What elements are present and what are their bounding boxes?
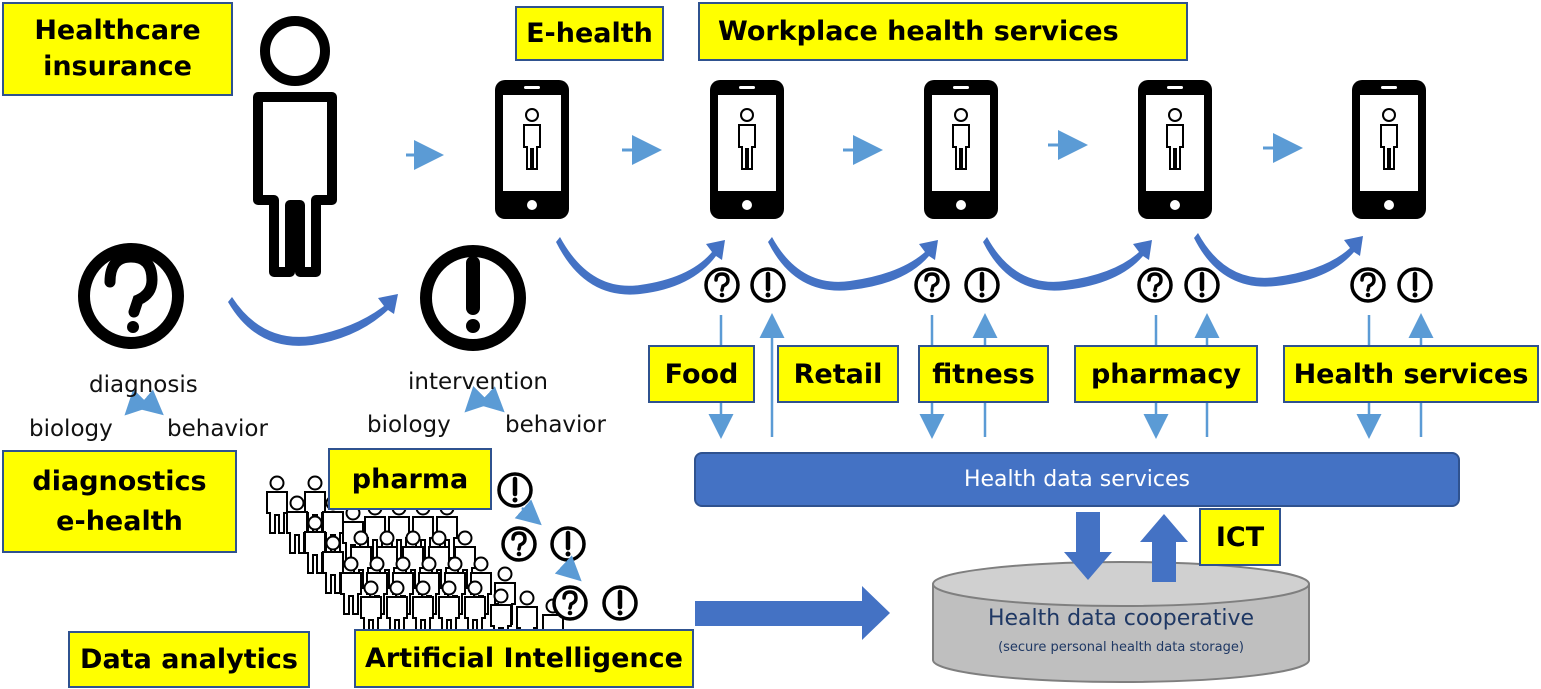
diagnostics-box: diagnostics e-health — [2, 450, 237, 553]
e-health-label: E-health — [526, 18, 653, 49]
diagnosis-label: diagnosis — [89, 372, 198, 398]
food-label: Food — [664, 358, 739, 390]
workplace-health-services-label: Workplace health services — [718, 16, 1119, 47]
artificial-intelligence-label: Artificial Intelligence — [365, 643, 683, 674]
healthcare-insurance-box: Healthcare insurance — [2, 2, 233, 96]
exclamation-icon — [1186, 269, 1218, 301]
pharma-box: pharma — [328, 448, 492, 510]
person-icon — [253, 16, 337, 277]
split-arrows — [124, 386, 505, 416]
intervention-label: intervention — [408, 369, 548, 395]
fitness-box: fitness — [918, 345, 1049, 403]
food-box: Food — [648, 345, 755, 403]
intervention-biology-label: biology — [367, 412, 451, 438]
question-icon — [1137, 267, 1173, 303]
health-services-box: Health services — [1283, 345, 1539, 403]
intervention-exclamation-icon — [420, 245, 526, 351]
health-data-cooperative-cylinder — [932, 561, 1310, 683]
retail-box: Retail — [777, 345, 899, 403]
cooperative-subtitle: (secure personal health data storage) — [998, 640, 1244, 655]
ict-label: ICT — [1215, 521, 1265, 553]
question-icon — [914, 267, 950, 303]
phone-icon — [923, 79, 999, 220]
pharmacy-box: pharmacy — [1074, 345, 1258, 403]
question-icon — [1350, 267, 1386, 303]
question-icon — [501, 526, 537, 562]
up-block-arrow — [1140, 514, 1188, 582]
health-data-services-bar: Health data services — [694, 452, 1460, 507]
phone-icon — [709, 79, 785, 220]
artificial-intelligence-box: Artificial Intelligence — [354, 629, 694, 688]
cooperative-title: Health data cooperative — [987, 606, 1255, 631]
diagnosis-biology-label: biology — [29, 416, 113, 442]
e-health-box: E-health — [515, 6, 664, 61]
question-icon — [552, 585, 588, 621]
ai-to-cooperative-arrow — [695, 586, 890, 640]
pharma-label: pharma — [351, 463, 469, 495]
data-analytics-box: Data analytics — [68, 631, 310, 688]
e-health-sub-label: e-health — [56, 505, 183, 537]
curved-arrows — [228, 233, 1363, 346]
question-icon — [704, 267, 740, 303]
data-analytics-label: Data analytics — [80, 644, 298, 675]
pharmacy-label: pharmacy — [1090, 358, 1242, 390]
workplace-health-services-box: Workplace health services — [698, 2, 1188, 61]
exclamation-icon — [966, 269, 998, 301]
phone-icon — [1137, 79, 1213, 220]
phone-icon — [1351, 79, 1427, 220]
health-services-label: Health services — [1293, 358, 1529, 390]
diagonal-arrows — [514, 499, 582, 582]
exclamation-icon — [1399, 269, 1431, 301]
retail-label: Retail — [793, 358, 883, 390]
exclamation-icon — [752, 269, 784, 301]
exclamation-icon — [604, 587, 636, 619]
flow-arrows — [406, 130, 1303, 170]
ict-box: ICT — [1199, 508, 1281, 566]
diagnosis-behavior-label: behavior — [167, 416, 268, 442]
phone-icon — [494, 79, 570, 220]
diagnostics-label: diagnostics — [32, 466, 207, 498]
intervention-behavior-label: behavior — [505, 412, 606, 438]
diagnosis-question-icon — [78, 243, 184, 349]
exclamation-icon — [499, 474, 531, 506]
healthcare-insurance-label: Healthcare insurance — [34, 14, 201, 82]
health-data-services-label: Health data services — [963, 467, 1191, 492]
exclamation-icon — [552, 528, 584, 560]
fitness-label: fitness — [932, 358, 1035, 390]
down-block-arrow — [1064, 512, 1112, 580]
